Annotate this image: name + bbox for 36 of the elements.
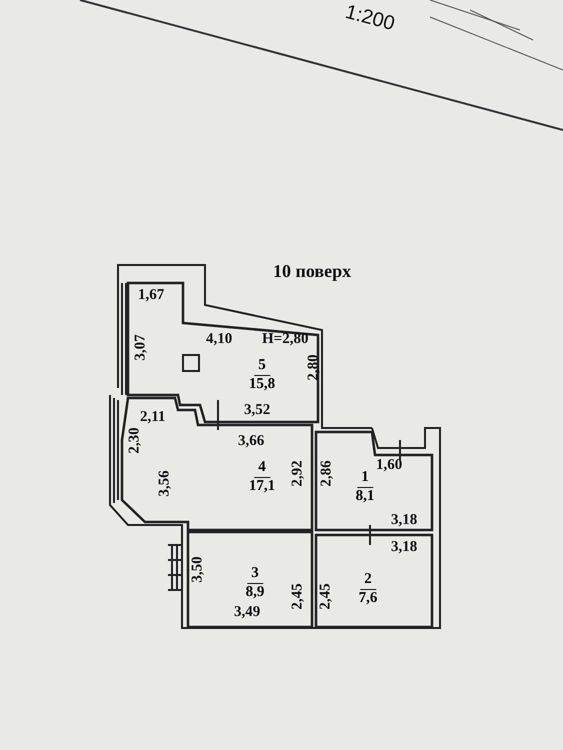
dimension-label: 2,45: [290, 583, 306, 610]
dimension-label: 3,18: [391, 513, 418, 528]
room-number: 2: [360, 572, 376, 590]
room-area-value: 7,6: [358, 591, 378, 606]
dimension-label: 3,52: [244, 403, 270, 418]
dimension-label: 2,11: [140, 410, 166, 425]
scale-label: 1:200: [343, 2, 397, 34]
room-number: 5: [254, 358, 270, 376]
dimension-label: 2,80: [306, 354, 322, 381]
dimension-label: 3,56: [158, 470, 173, 497]
dimension-label: 1,67: [138, 288, 164, 303]
room-number: 4: [254, 460, 270, 478]
room-number: 1: [357, 470, 373, 488]
dimension-label: 3,50: [190, 556, 206, 583]
room-area-value: 17,1: [248, 479, 276, 494]
room-number: 3: [247, 566, 263, 584]
room: [314, 533, 434, 629]
room-area-value: 8,9: [246, 585, 264, 600]
dimension-label: 3,49: [234, 605, 260, 620]
floor-title: 10 поверх: [273, 262, 352, 280]
dimension-label: 2,92: [290, 460, 306, 487]
room-area-value: 8,1: [356, 489, 374, 504]
dimension-label: 4,10: [206, 332, 232, 347]
dimension-label: 1,60: [376, 458, 402, 473]
dimension-label: 2,30: [128, 427, 143, 454]
room: [314, 430, 434, 532]
room: [186, 530, 314, 629]
dimension-label: 2,45: [318, 583, 334, 610]
dimension-label: 3,18: [391, 540, 418, 555]
dimension-label: 3,66: [238, 434, 264, 449]
room: [120, 396, 314, 532]
height-label: H=2,80: [262, 332, 308, 347]
room: [126, 281, 320, 424]
dimension-label: 2,86: [320, 460, 335, 487]
dimension-label: 3,07: [134, 334, 149, 361]
room-area-value: 15,8: [248, 377, 276, 392]
